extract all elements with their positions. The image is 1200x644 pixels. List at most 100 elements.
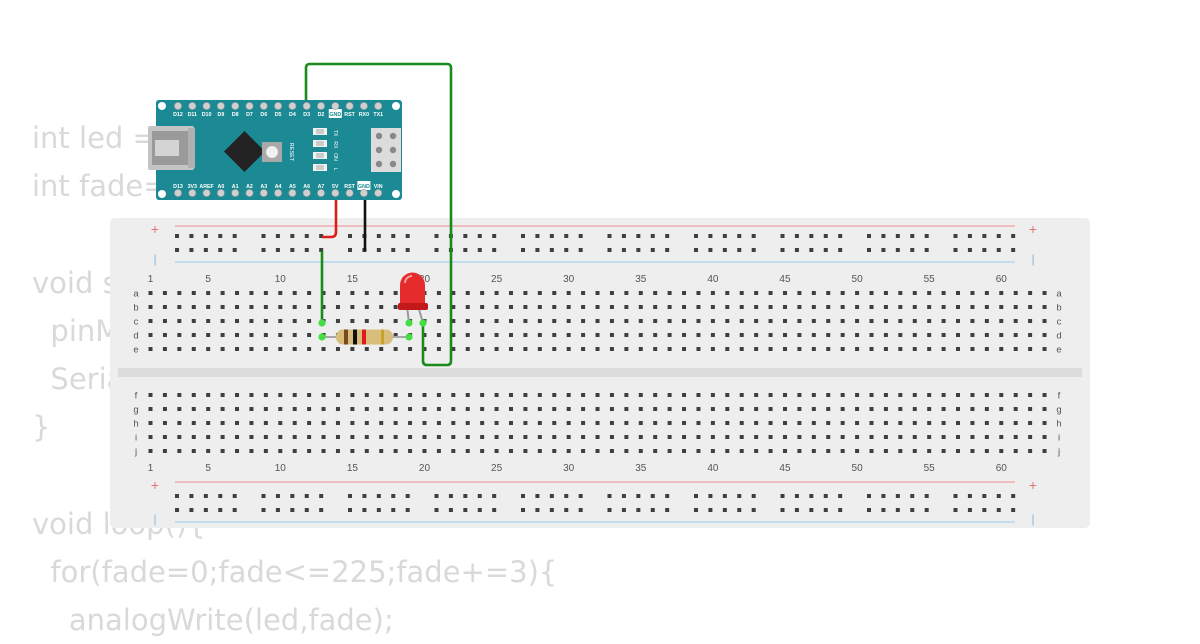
rail-hole[interactable]: [535, 508, 540, 512]
breadboard-hole[interactable]: [494, 421, 499, 425]
breadboard-hole[interactable]: [624, 333, 629, 337]
breadboard-hole[interactable]: [883, 347, 888, 351]
breadboard-hole[interactable]: [811, 435, 816, 439]
breadboard-hole[interactable]: [667, 319, 672, 323]
rail-hole[interactable]: [953, 248, 958, 252]
breadboard-hole[interactable]: [451, 333, 456, 337]
rail-hole[interactable]: [218, 494, 223, 498]
breadboard-hole[interactable]: [436, 407, 441, 411]
breadboard-hole[interactable]: [797, 421, 802, 425]
breadboard-hole[interactable]: [941, 333, 946, 337]
breadboard-hole[interactable]: [307, 393, 312, 397]
breadboard-hole[interactable]: [206, 347, 211, 351]
breadboard-hole[interactable]: [638, 449, 643, 453]
breadboard-hole[interactable]: [494, 393, 499, 397]
breadboard-hole[interactable]: [552, 319, 557, 323]
breadboard-hole[interactable]: [422, 435, 427, 439]
breadboard-hole[interactable]: [364, 421, 369, 425]
rail-hole[interactable]: [996, 508, 1001, 512]
breadboard-hole[interactable]: [927, 305, 932, 309]
pin-d5[interactable]: [274, 102, 282, 110]
pin-gnd[interactable]: [331, 102, 340, 110]
rail-hole[interactable]: [232, 234, 237, 238]
breadboard-hole[interactable]: [379, 305, 384, 309]
rail-hole[interactable]: [780, 508, 785, 512]
breadboard-hole[interactable]: [220, 393, 225, 397]
breadboard-hole[interactable]: [307, 449, 312, 453]
breadboard-hole[interactable]: [581, 421, 586, 425]
breadboard-hole[interactable]: [797, 319, 802, 323]
pin-a1[interactable]: [231, 189, 240, 197]
breadboard-hole[interactable]: [509, 407, 513, 411]
breadboard-hole[interactable]: [912, 319, 917, 323]
rail-hole[interactable]: [982, 234, 987, 238]
rail-hole[interactable]: [665, 248, 670, 252]
breadboard-hole[interactable]: [667, 305, 672, 309]
breadboard-hole[interactable]: [970, 305, 975, 309]
breadboard-hole[interactable]: [970, 449, 975, 453]
rail-hole[interactable]: [838, 494, 843, 498]
breadboard-hole[interactable]: [984, 319, 989, 323]
breadboard-hole[interactable]: [162, 319, 167, 323]
breadboard-hole[interactable]: [278, 333, 283, 337]
breadboard-hole[interactable]: [609, 347, 614, 351]
breadboard-hole[interactable]: [278, 305, 283, 309]
breadboard-hole[interactable]: [321, 305, 326, 309]
rail-hole[interactable]: [492, 494, 497, 498]
rail-hole[interactable]: [895, 234, 900, 238]
breadboard-hole[interactable]: [883, 333, 888, 337]
breadboard-hole[interactable]: [465, 291, 470, 295]
rail-hole[interactable]: [477, 248, 482, 252]
breadboard-hole[interactable]: [941, 421, 946, 425]
rail-hole[interactable]: [636, 234, 641, 238]
breadboard-hole[interactable]: [898, 421, 903, 425]
breadboard-hole[interactable]: [206, 449, 211, 453]
breadboard-hole[interactable]: [883, 393, 888, 397]
breadboard-hole[interactable]: [682, 347, 687, 351]
rail-hole[interactable]: [737, 494, 742, 498]
breadboard-hole[interactable]: [999, 407, 1004, 411]
breadboard-hole[interactable]: [537, 291, 542, 295]
breadboard-hole[interactable]: [869, 333, 874, 337]
breadboard-hole[interactable]: [754, 333, 759, 337]
rail-hole[interactable]: [636, 248, 641, 252]
breadboard-hole[interactable]: [408, 449, 413, 453]
breadboard-hole[interactable]: [970, 333, 975, 337]
rail-hole[interactable]: [175, 494, 179, 498]
breadboard-hole[interactable]: [1042, 305, 1047, 309]
pin-a4[interactable]: [274, 189, 282, 197]
breadboard-hole[interactable]: [206, 407, 211, 411]
breadboard-hole[interactable]: [725, 421, 730, 425]
pin-aref[interactable]: [202, 189, 211, 197]
breadboard-hole[interactable]: [465, 347, 470, 351]
pin-a6[interactable]: [302, 189, 311, 197]
rail-hole[interactable]: [924, 494, 929, 498]
breadboard-hole[interactable]: [263, 305, 268, 309]
breadboard-hole[interactable]: [321, 393, 326, 397]
rail-hole[interactable]: [275, 494, 280, 498]
rail-hole[interactable]: [967, 508, 972, 512]
pin-5v[interactable]: [331, 189, 340, 197]
breadboard-hole[interactable]: [523, 333, 528, 337]
rail-hole[interactable]: [362, 494, 367, 498]
breadboard-hole[interactable]: [350, 347, 355, 351]
breadboard-hole[interactable]: [148, 319, 153, 323]
breadboard-hole[interactable]: [379, 407, 384, 411]
rail-hole[interactable]: [218, 248, 223, 252]
breadboard-hole[interactable]: [595, 333, 600, 337]
rail-hole[interactable]: [189, 234, 194, 238]
breadboard-hole[interactable]: [956, 407, 961, 411]
breadboard-hole[interactable]: [927, 421, 932, 425]
breadboard-hole[interactable]: [984, 333, 989, 337]
breadboard-hole[interactable]: [754, 449, 759, 453]
rail-hole[interactable]: [780, 234, 785, 238]
breadboard-hole[interactable]: [393, 305, 398, 309]
breadboard-hole[interactable]: [826, 449, 831, 453]
breadboard-hole[interactable]: [970, 291, 975, 295]
breadboard-hole[interactable]: [855, 449, 860, 453]
rail-hole[interactable]: [665, 234, 670, 238]
breadboard-hole[interactable]: [581, 347, 586, 351]
breadboard-hole[interactable]: [653, 347, 658, 351]
breadboard-hole[interactable]: [638, 319, 643, 323]
rail-hole[interactable]: [607, 508, 612, 512]
